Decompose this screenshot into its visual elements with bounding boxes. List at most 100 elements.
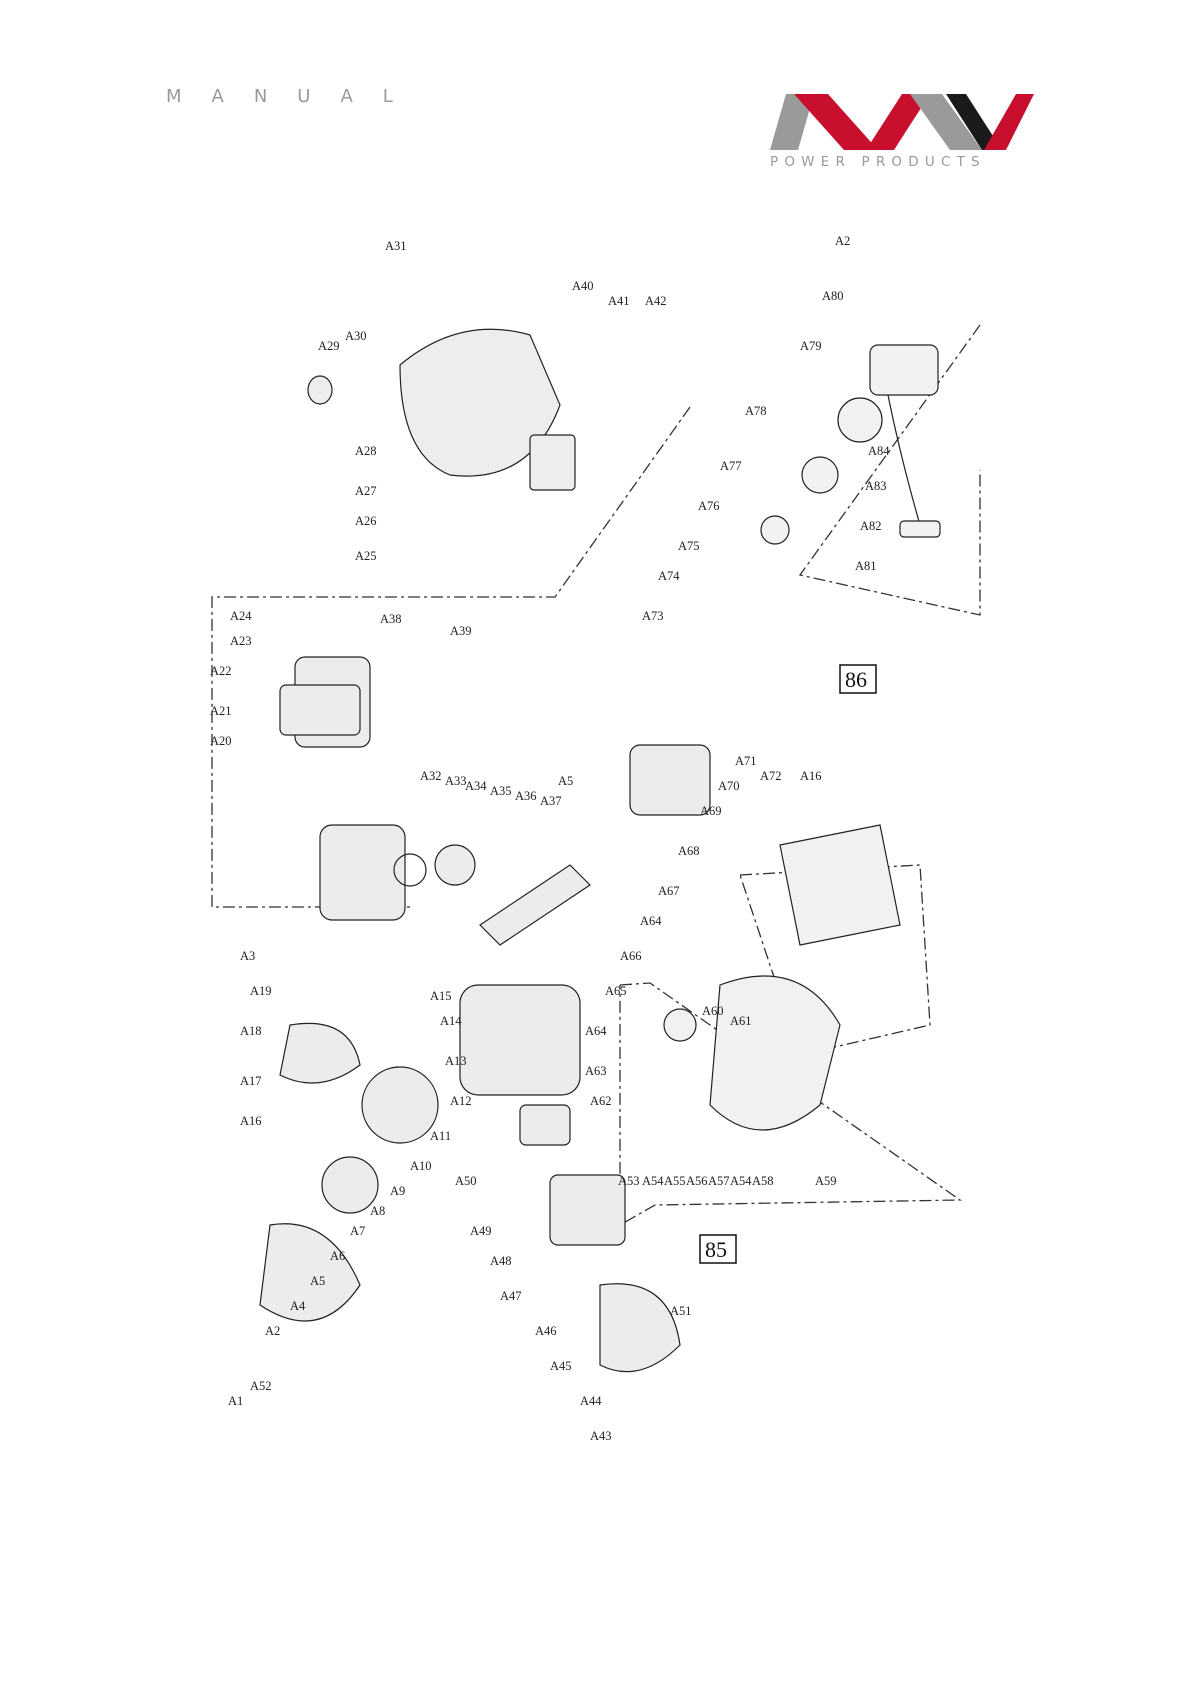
label-A64a: A64 xyxy=(585,1024,607,1038)
spiral-spring-part xyxy=(801,456,839,494)
muffler-assembly-outline xyxy=(211,406,691,908)
box-86: 86 xyxy=(839,664,877,694)
label-A40: A40 xyxy=(572,279,594,293)
label-A74: A74 xyxy=(658,569,680,583)
label-A19: A19 xyxy=(250,984,272,998)
fuel-tank-part xyxy=(709,975,841,1131)
label-A1: A1 xyxy=(228,1394,243,1408)
logo-stroke-red-3 xyxy=(984,94,1034,150)
box-85-number: 85 xyxy=(705,1237,727,1262)
label-A78: A78 xyxy=(745,404,767,418)
label-A3: A3 xyxy=(240,949,255,963)
logo-stroke-gray-1 xyxy=(770,94,814,150)
label-A13: A13 xyxy=(445,1054,467,1068)
label-A60: A60 xyxy=(702,1004,724,1018)
label-A50: A50 xyxy=(455,1174,477,1188)
engine-cover-assembly xyxy=(307,328,576,491)
starter-pulley-part xyxy=(837,397,883,443)
pulley-part xyxy=(760,515,790,545)
label-A68: A68 xyxy=(678,844,700,858)
air-filter-cover-part xyxy=(599,1283,681,1373)
label-A20: A20 xyxy=(210,734,232,748)
gear-housing-part xyxy=(629,744,711,816)
label-A21: A21 xyxy=(210,704,232,718)
label-A4: A4 xyxy=(290,1299,306,1313)
label-A83: A83 xyxy=(865,479,887,493)
logo-stroke-red-2 xyxy=(866,94,930,150)
label-A72: A72 xyxy=(760,769,782,783)
label-A76: A76 xyxy=(698,499,720,513)
label-A31: A31 xyxy=(385,239,407,253)
starter-handle-part xyxy=(899,520,941,538)
label-A77: A77 xyxy=(720,459,742,473)
label-A84: A84 xyxy=(868,444,890,458)
logo-tagline: POWER PRODUCTS xyxy=(770,154,986,170)
label-A39: A39 xyxy=(450,624,472,638)
ignition-coil-part xyxy=(279,1022,361,1084)
label-A10: A10 xyxy=(410,1159,432,1173)
label-A28: A28 xyxy=(355,444,377,458)
label-A7: A7 xyxy=(350,1224,365,1238)
label-A38: A38 xyxy=(380,612,402,626)
handle-part xyxy=(779,824,901,946)
starter-housing-part xyxy=(869,344,939,396)
label-A12: A12 xyxy=(450,1094,472,1108)
label-A52: A52 xyxy=(250,1379,272,1393)
logo-stroke-black xyxy=(946,94,1002,150)
flywheel-part xyxy=(361,1066,439,1144)
fuel-cap-part xyxy=(663,1008,697,1042)
label-A56: A56 xyxy=(686,1174,708,1188)
cylinder-part xyxy=(319,824,406,921)
air-filter-box-part xyxy=(549,1174,626,1246)
label-A33: A33 xyxy=(445,774,467,788)
starter-assembly-outline xyxy=(798,324,981,616)
label-A2: A2 xyxy=(265,1324,280,1338)
nax-logo xyxy=(770,94,1034,150)
label-A80: A80 xyxy=(822,289,844,303)
label-A29: A29 xyxy=(318,339,340,353)
label-A16b: A16 xyxy=(800,769,822,783)
label-A41: A41 xyxy=(608,294,630,308)
engine-cover-part xyxy=(399,328,561,477)
label-A49: A49 xyxy=(470,1224,492,1238)
label-A5b: A5 xyxy=(558,774,573,788)
label-A15: A15 xyxy=(430,989,452,1003)
label-A69: A69 xyxy=(700,804,722,818)
label-A73: A73 xyxy=(642,609,664,623)
starter-cover-part xyxy=(259,1223,361,1322)
label-A5: A5 xyxy=(310,1274,325,1288)
label-A51: A51 xyxy=(670,1304,692,1318)
label-A44: A44 xyxy=(580,1394,602,1408)
label-A55: A55 xyxy=(664,1174,686,1188)
label-A30: A30 xyxy=(345,329,367,343)
fuel-tank-assembly xyxy=(663,824,901,1131)
label-A14: A14 xyxy=(440,1014,462,1028)
assembly-outlines xyxy=(211,324,981,1227)
label-A59: A59 xyxy=(815,1174,837,1188)
box-85: 85 xyxy=(699,1234,737,1264)
label-A37: A37 xyxy=(540,794,562,808)
label-A48: A48 xyxy=(490,1254,512,1268)
clutch-part xyxy=(321,1156,379,1214)
carburetor-part xyxy=(519,1104,571,1146)
label-A24: A24 xyxy=(230,609,252,623)
ignition-flywheel-assembly xyxy=(259,1022,681,1373)
label-A67: A67 xyxy=(658,884,680,898)
label-A62: A62 xyxy=(590,1094,612,1108)
crankshaft-part xyxy=(479,864,591,946)
label-A26: A26 xyxy=(355,514,377,528)
label-A70: A70 xyxy=(718,779,740,793)
logo-stroke-red-1 xyxy=(794,94,878,150)
label-A81: A81 xyxy=(855,559,877,573)
label-A65: A65 xyxy=(605,984,627,998)
label-A35: A35 xyxy=(490,784,512,798)
crankcase-part xyxy=(459,984,581,1096)
label-A23: A23 xyxy=(230,634,252,648)
label-A47: A47 xyxy=(500,1289,522,1303)
air-shield-part xyxy=(529,434,576,491)
label-A45: A45 xyxy=(550,1359,572,1373)
label-A22: A22 xyxy=(210,664,232,678)
label-A71: A71 xyxy=(735,754,757,768)
exploded-parts-diagram: A1 A52 A2 A4 A5 A6 A7 A8 A9 A10 A11 A12 … xyxy=(210,234,981,1443)
piston-part xyxy=(434,844,476,886)
